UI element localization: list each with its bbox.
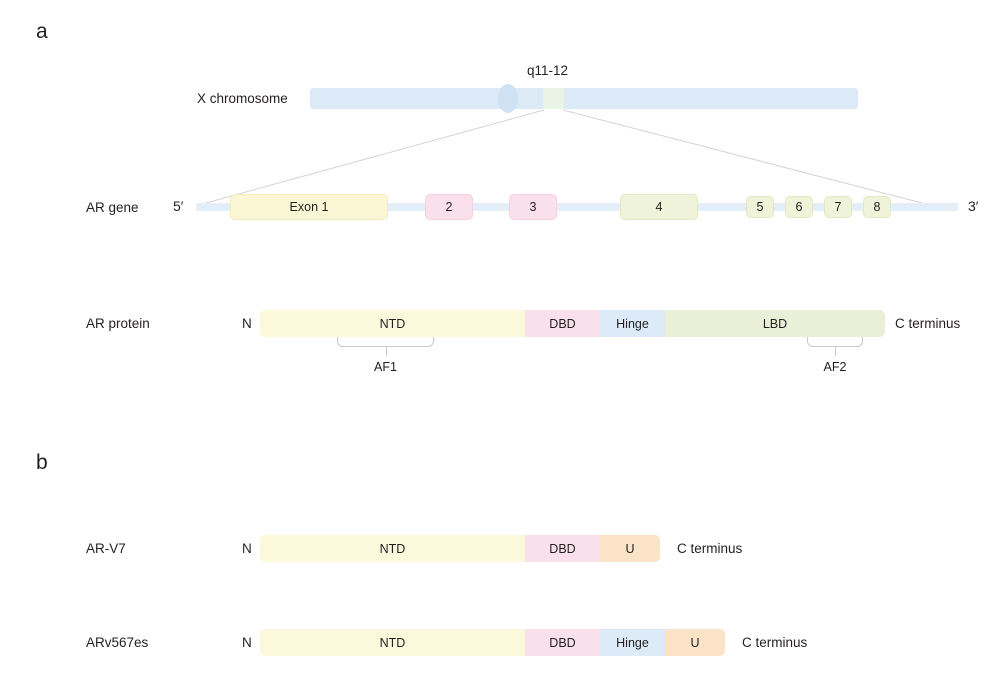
bracket-label-af2: AF2 [823, 360, 847, 374]
protein-segment-ntd: NTD [260, 535, 525, 562]
ar-protein-n-terminus: N [242, 316, 252, 331]
exon-box-3: 3 [509, 194, 557, 220]
exon-box-7: 7 [824, 196, 852, 218]
exon-box-5: 5 [746, 196, 774, 218]
three-prime-label: 3′ [968, 198, 979, 214]
protein-segment-u: U [665, 629, 725, 656]
x-chromosome-bar [310, 88, 858, 109]
ar-gene-backbone-line [196, 203, 958, 211]
protein-segment-hinge: Hinge [600, 629, 665, 656]
bracket-stem-af1 [385, 347, 387, 356]
arv567es-c-terminus: C terminus [742, 635, 808, 650]
panel-label-a: a [36, 20, 48, 43]
variant-row-label-arv567es: ARv567es [86, 635, 149, 650]
protein-segment-ntd: NTD [260, 310, 525, 337]
ar-v7-c-terminus: C terminus [677, 541, 743, 556]
protein-segment-ntd: NTD [260, 629, 525, 656]
variant-row-label-ar-v7: AR-V7 [86, 541, 126, 556]
bracket-af2 [807, 337, 863, 347]
protein-segment-dbd: DBD [525, 629, 600, 656]
chromosome-row-label: X chromosome [197, 91, 288, 106]
panel-label-b: b [36, 451, 48, 474]
bracket-af1 [337, 337, 434, 347]
five-prime-label: 5′ [173, 198, 184, 214]
ar-protein-c-terminus: C terminus [895, 316, 961, 331]
protein-segment-dbd: DBD [525, 310, 600, 337]
bracket-stem-af2 [835, 347, 836, 356]
exon-box-8: 8 [863, 196, 891, 218]
chromosome-q11-12-band [543, 88, 564, 109]
ar-v7-n-terminus: N [242, 541, 252, 556]
protein-segment-hinge: Hinge [600, 310, 665, 337]
exon-box-4: 4 [620, 194, 698, 220]
exon-box-6: 6 [785, 196, 813, 218]
bracket-label-af1: AF1 [374, 360, 397, 374]
chromosome-centromere-icon [498, 84, 518, 113]
exon-box-2: 2 [425, 194, 473, 220]
protein-segment-u: U [600, 535, 660, 562]
protein-segment-dbd: DBD [525, 535, 600, 562]
protein-segment-lbd: LBD [665, 310, 885, 337]
chromosome-band-label: q11-12 [527, 63, 569, 78]
ar-gene-row-label: AR gene [86, 200, 139, 215]
exon-box-exon-1: Exon 1 [230, 194, 388, 220]
ar-protein-row-label: AR protein [86, 316, 150, 331]
arv567es-n-terminus: N [242, 635, 252, 650]
